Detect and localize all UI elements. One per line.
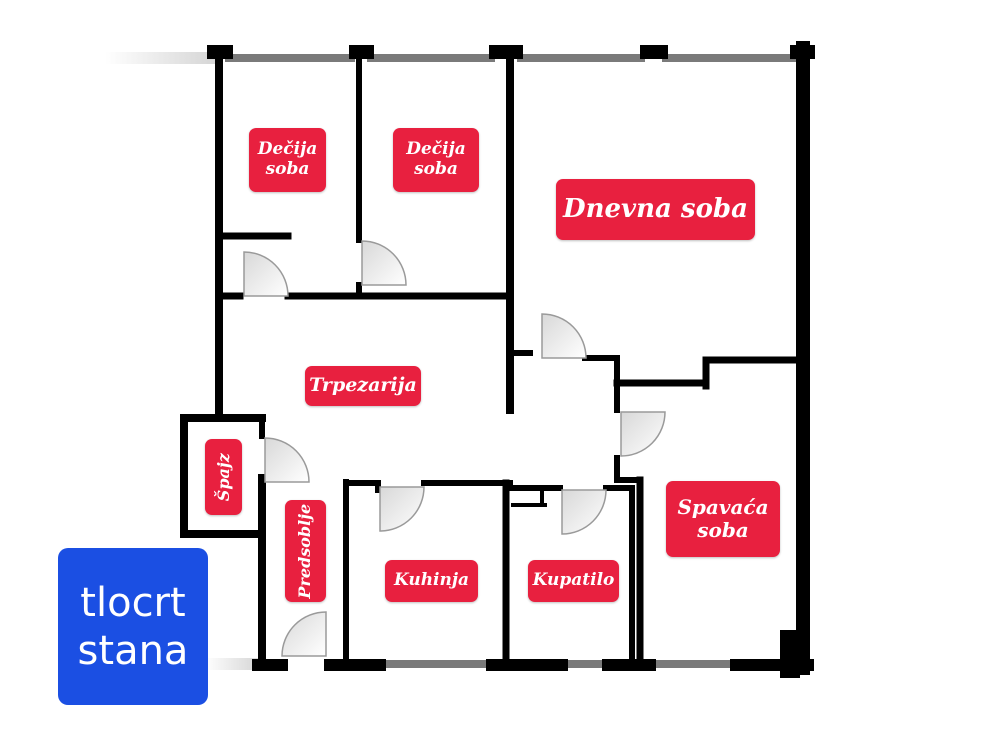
- label-predsoblje: Predsoblje: [285, 500, 326, 602]
- label-decija-soba-2: Dečija soba: [393, 128, 479, 192]
- label-kupatilo: Kupatilo: [528, 560, 619, 602]
- label-kuhinja: Kuhinja: [385, 560, 478, 602]
- door-entrance: [281, 611, 327, 657]
- door-child-room-1: [243, 251, 289, 297]
- label-decija-soba-1: Dečija soba: [249, 128, 326, 192]
- doors: [243, 240, 666, 657]
- badge-text: tlocrt stana: [77, 579, 189, 674]
- tlocrt-stana-badge: tlocrt stana: [58, 548, 208, 705]
- door-bedroom: [620, 411, 666, 457]
- door-child-room-2: [361, 240, 407, 286]
- walls: [180, 41, 815, 678]
- door-kitchen: [379, 486, 425, 532]
- door-living-room: [541, 313, 587, 359]
- label-trpezarija: Trpezarija: [305, 366, 421, 406]
- label-dnevna-soba: Dnevna soba: [556, 179, 755, 240]
- door-bathroom: [561, 489, 607, 535]
- outer-strip-top: [105, 52, 217, 64]
- label-spajz: Špajz: [205, 439, 242, 515]
- door-pantry: [264, 437, 310, 483]
- outer-strip-bottom: [205, 658, 260, 670]
- windows: [225, 54, 796, 668]
- label-spavaca-soba: Spavaća soba: [666, 481, 780, 557]
